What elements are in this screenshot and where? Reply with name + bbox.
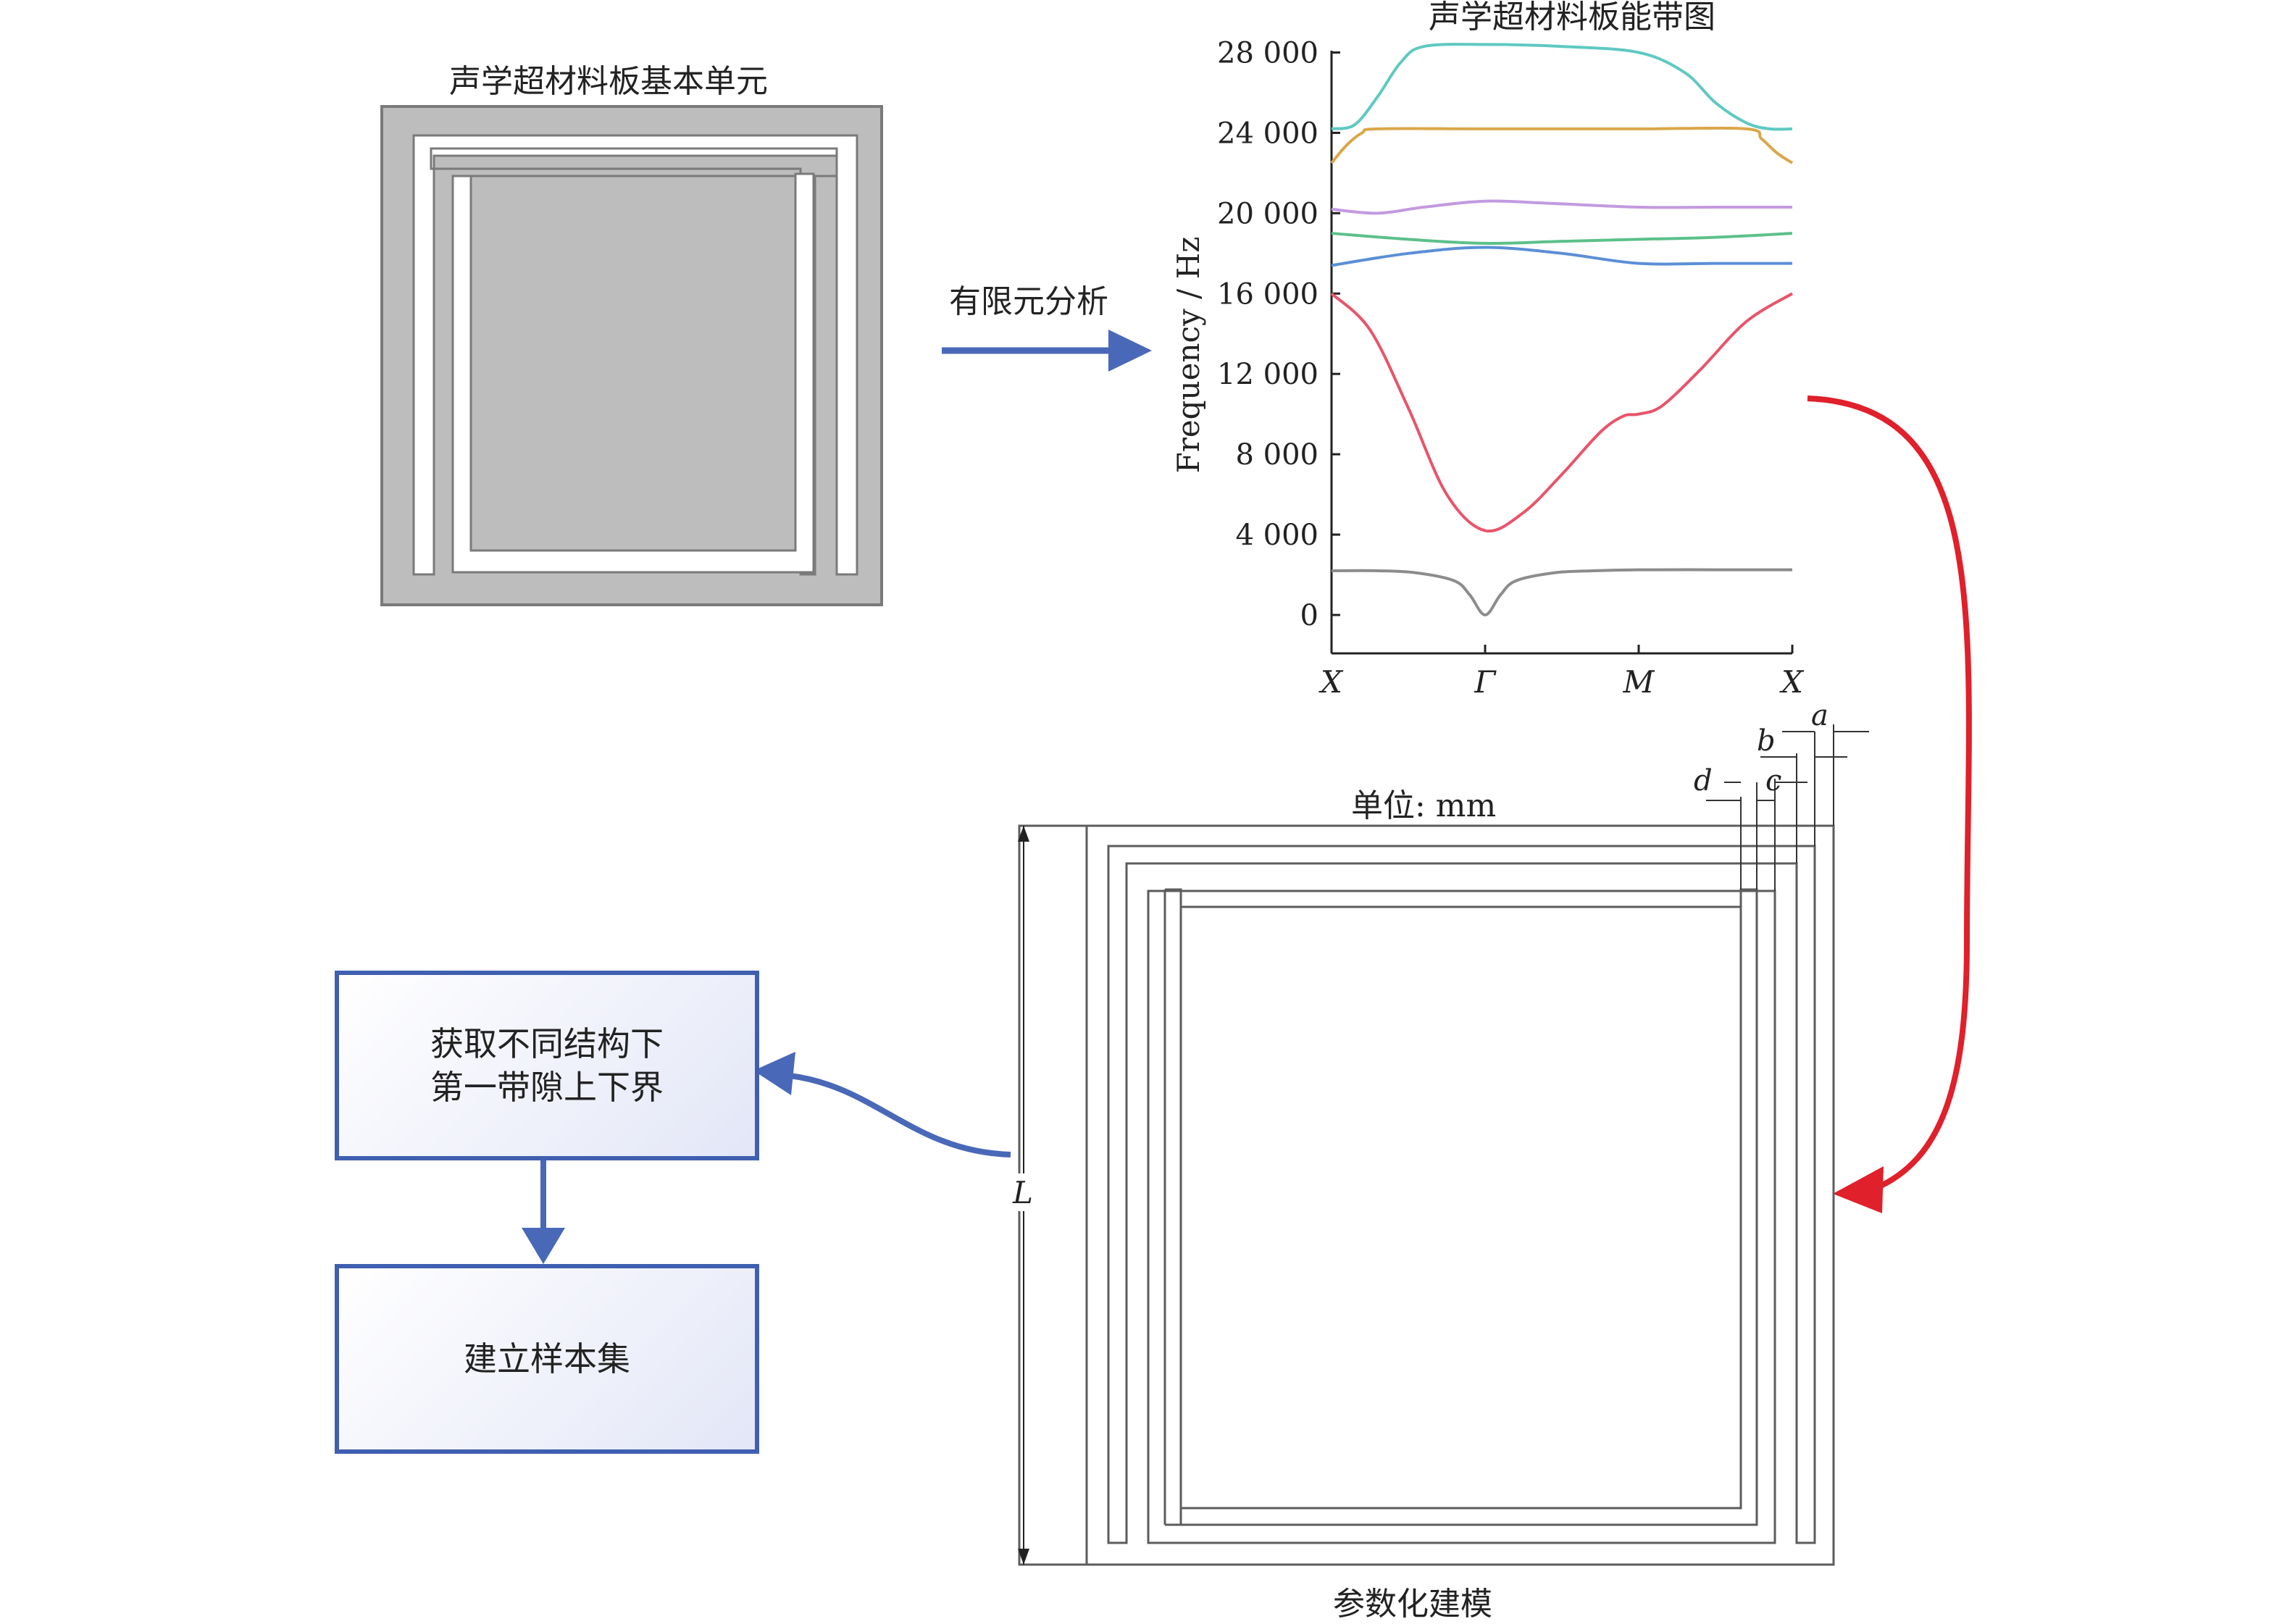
y-tick-label: 24 000 xyxy=(1217,117,1318,150)
series-line-band-5 xyxy=(1331,199,1792,215)
series-line-band-4 xyxy=(1331,232,1793,245)
chart-series xyxy=(1330,43,1794,617)
series-line-band-1 xyxy=(1331,568,1792,617)
flow-down-arrow xyxy=(522,1159,565,1264)
y-tick-label: 8 000 xyxy=(1235,438,1318,472)
fea-arrow xyxy=(942,330,1152,372)
x-tick-label: X xyxy=(1779,664,1805,700)
unit-cell-title: 声学超材料板基本单元 xyxy=(449,63,768,100)
x-tick-label: Γ xyxy=(1474,664,1497,700)
flow-box-get-bandgap: 获取不同结构下 第一带隙上下界 xyxy=(335,971,759,1160)
flow-box1-line1: 获取不同结构下 xyxy=(430,1024,664,1063)
y-tick-label: 0 xyxy=(1300,599,1318,632)
y-tick-label: 12 000 xyxy=(1217,358,1318,391)
dim-L xyxy=(1011,826,1037,1565)
dim-d-label: d xyxy=(1694,764,1713,798)
inner-slot-outline xyxy=(430,147,838,576)
red-curved-arrow xyxy=(1807,395,1972,1213)
chart-y-label: Frequency / Hz xyxy=(1171,237,1206,474)
dim-L-label: L xyxy=(1013,1175,1033,1210)
model-inner-slot-outer xyxy=(1147,890,1776,1544)
model-inner-slot xyxy=(1163,888,1758,1526)
unit-label: 单位: mm xyxy=(1351,787,1497,824)
model-caption: 参数化建模 xyxy=(1333,1586,1492,1623)
series-line-band-7 xyxy=(1331,43,1793,131)
series-line-band-2 xyxy=(1330,292,1794,533)
dim-leaders xyxy=(1706,724,1869,891)
param-model-lines xyxy=(1018,824,1835,1566)
x-tick-label: M xyxy=(1622,664,1655,700)
unit-cell xyxy=(380,105,883,606)
series-line-band-6 xyxy=(1330,126,1794,164)
chart-y-ticks: 0 4 000 8 000 12 000 16 000 20 000 24 000 28 00… xyxy=(1217,36,1340,632)
y-tick-label: 28 000 xyxy=(1217,36,1318,70)
chart-axes xyxy=(1330,51,1792,655)
model-outer-slot xyxy=(1107,845,1816,1544)
dim-b-label: b xyxy=(1757,724,1776,758)
flow-box-sample-set: 建立样本集 xyxy=(335,1264,759,1454)
dim-c-label: c xyxy=(1765,764,1782,798)
model-outer-square xyxy=(1018,824,1835,1566)
y-tick-label: 16 000 xyxy=(1217,277,1318,311)
model-mass xyxy=(1179,905,1742,1510)
series-line-band-3 xyxy=(1331,246,1792,267)
blue-curved-arrow xyxy=(753,1052,1011,1158)
unit-cell-mass xyxy=(469,175,797,552)
dim-a-label: a xyxy=(1811,699,1828,732)
chart-title: 声学超材料板能带图 xyxy=(1429,0,1715,35)
flow-box1-line2: 第一带隙上下界 xyxy=(430,1068,664,1107)
fea-label: 有限元分析 xyxy=(949,283,1108,320)
flow-box2-label: 建立样本集 xyxy=(464,1339,630,1378)
y-tick-label: 20 000 xyxy=(1217,197,1318,230)
y-tick-label: 4 000 xyxy=(1235,519,1318,552)
x-tick-label: X xyxy=(1318,664,1344,700)
